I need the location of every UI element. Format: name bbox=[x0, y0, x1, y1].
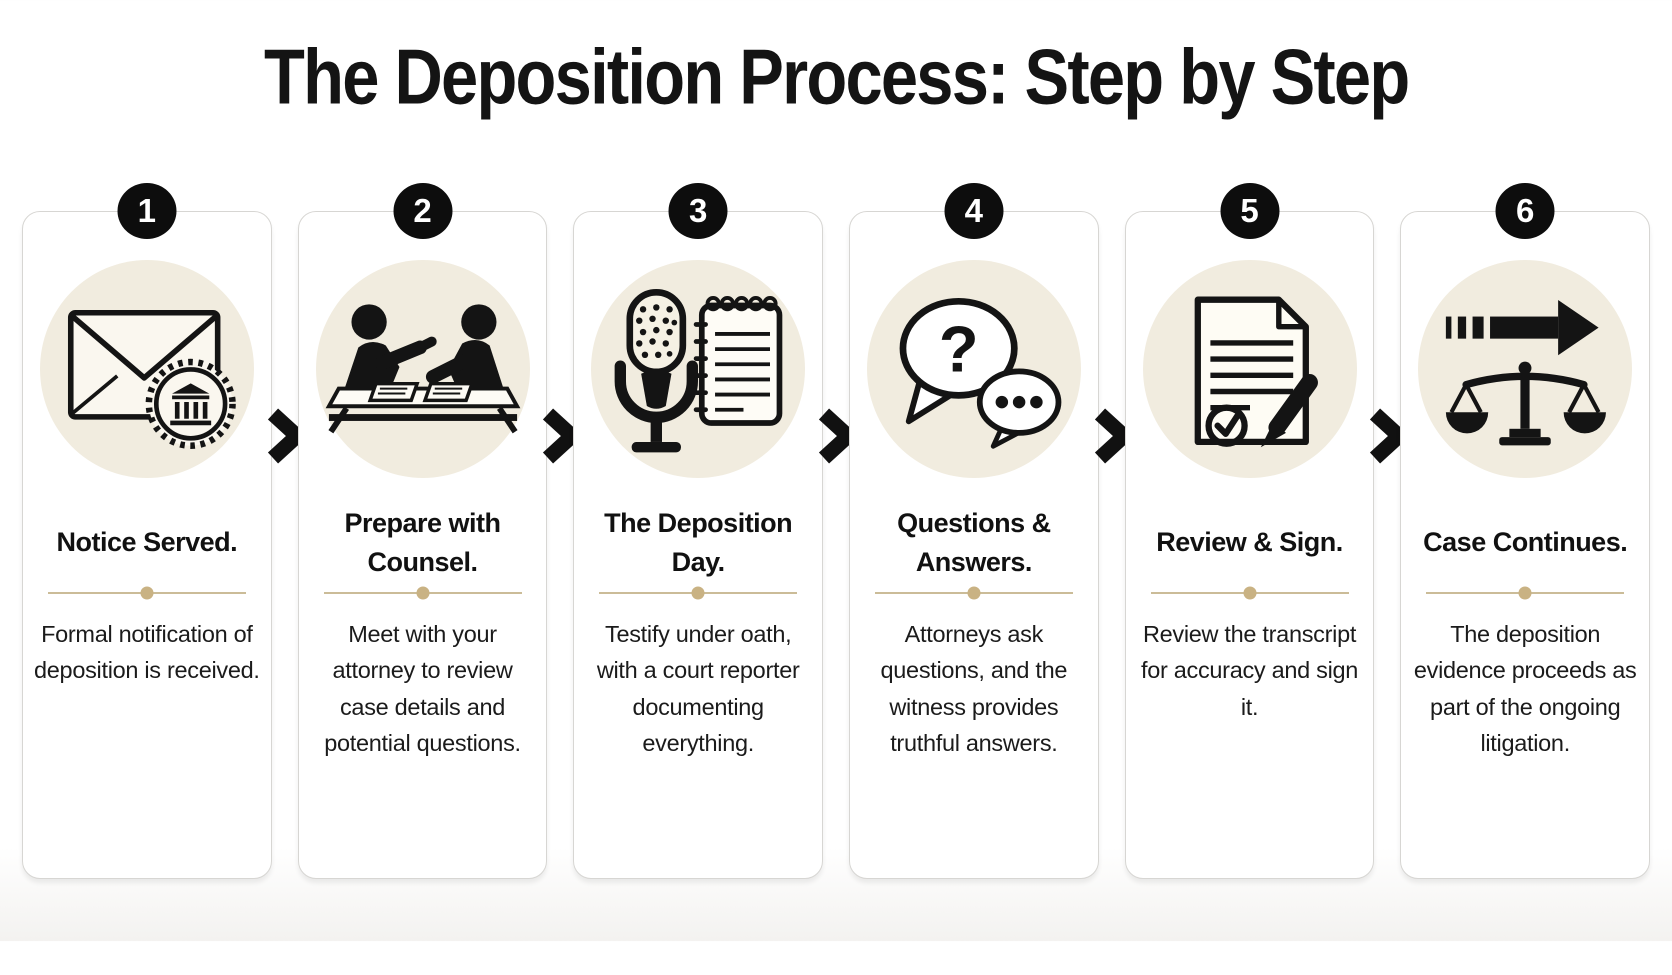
step-title: The Deposition Day. bbox=[604, 507, 793, 577]
document-pen-icon bbox=[1194, 296, 1318, 448]
step-title: Case Continues. bbox=[1423, 527, 1628, 558]
step-title: Notice Served. bbox=[56, 527, 238, 558]
step-card-review-sign: 5 Review & Sign. Review the transcript f… bbox=[1124, 183, 1375, 879]
step-number-badge: 5 bbox=[1220, 183, 1280, 239]
icon-circle bbox=[39, 260, 254, 478]
divider-dot bbox=[1243, 586, 1257, 600]
icon-circle bbox=[591, 260, 806, 478]
step-description: Formal notification of deposition is rec… bbox=[34, 621, 260, 684]
microphone-notepad-icon bbox=[614, 288, 783, 453]
chevron-right-icon bbox=[1094, 408, 1132, 464]
connector bbox=[1370, 211, 1408, 879]
chevron-right-icon bbox=[543, 408, 581, 464]
divider bbox=[1426, 586, 1625, 600]
svg-text:?: ? bbox=[939, 312, 979, 385]
divider bbox=[47, 586, 246, 600]
step-description: The deposition evidence proceeds as part… bbox=[1413, 621, 1637, 757]
divider-dot bbox=[1518, 586, 1532, 600]
step-description: Testify under oath, with a court reporte… bbox=[596, 621, 800, 757]
divider-dot bbox=[416, 586, 429, 600]
step-number-badge: 4 bbox=[944, 183, 1004, 239]
step-number-badge: 3 bbox=[668, 183, 728, 239]
step-card-questions-answers: 4 ? Questions & Answers. Attorneys ask q… bbox=[849, 183, 1099, 879]
connector bbox=[1094, 211, 1132, 879]
icon-circle bbox=[315, 260, 530, 478]
arrow-scales-icon bbox=[1446, 300, 1607, 446]
divider bbox=[323, 586, 522, 600]
divider-dot bbox=[691, 586, 705, 600]
connector bbox=[818, 211, 857, 879]
icon-circle: ? bbox=[866, 260, 1081, 478]
divider bbox=[1150, 586, 1349, 600]
chevron-right-icon bbox=[267, 408, 305, 464]
step-title: Questions & Answers. bbox=[897, 507, 1051, 577]
step-description: Review the transcript for accuracy and s… bbox=[1140, 621, 1359, 720]
icon-circle bbox=[1418, 260, 1633, 478]
step-number-badge: 2 bbox=[393, 183, 452, 239]
steps-row: 1 Notice Served. Formal notification of … bbox=[0, 183, 1672, 879]
divider-dot bbox=[967, 586, 981, 600]
page-title: The Deposition Process: Step by Step bbox=[263, 34, 1410, 121]
step-title: Review & Sign. bbox=[1156, 527, 1343, 558]
step-card-notice-served: 1 Notice Served. Formal notification of … bbox=[22, 183, 272, 879]
chevron-right-icon bbox=[1370, 408, 1408, 464]
step-card-prepare-with-counsel: 2 Prepare with Counsel. Meet with you bbox=[297, 183, 548, 879]
attorney-meeting-icon bbox=[325, 304, 520, 434]
step-number-badge: 6 bbox=[1495, 183, 1555, 239]
chevron-right-icon bbox=[818, 408, 857, 464]
step-title: Prepare with Counsel. bbox=[344, 507, 501, 577]
connector bbox=[543, 211, 581, 879]
speech-bubbles-icon: ? bbox=[899, 297, 1062, 449]
divider bbox=[874, 586, 1073, 600]
divider-dot bbox=[140, 586, 154, 600]
step-card-case-continues: 6 Case Continues. The deposition evid bbox=[1400, 183, 1651, 879]
step-description: Attorneys ask questions, and the witness… bbox=[880, 621, 1068, 757]
envelope-seal-icon bbox=[67, 309, 236, 449]
connector bbox=[267, 211, 305, 879]
icon-circle bbox=[1142, 260, 1357, 478]
divider bbox=[599, 586, 798, 600]
step-number-badge: 1 bbox=[117, 183, 177, 239]
step-description: Meet with your attorney to review case d… bbox=[324, 621, 521, 757]
step-card-deposition-day: 3 bbox=[573, 183, 824, 879]
